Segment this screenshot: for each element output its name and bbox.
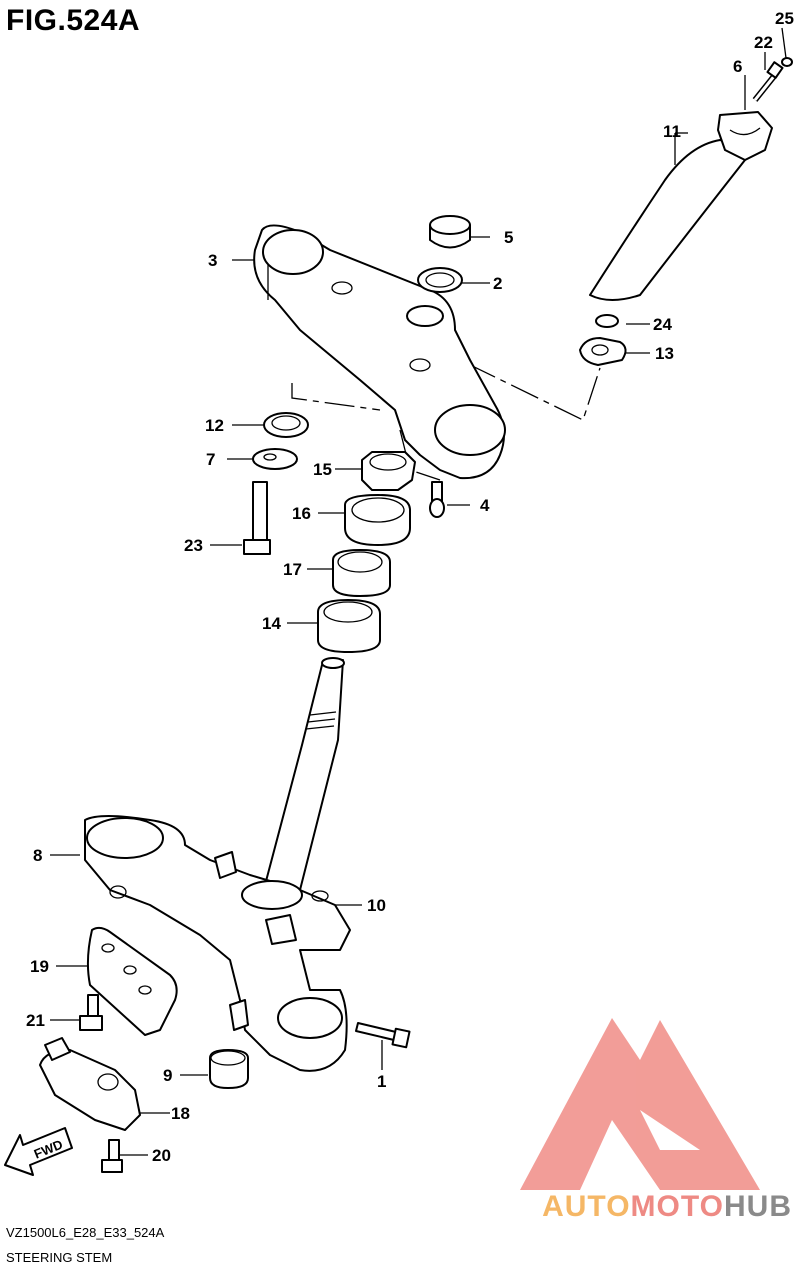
callout-14: 14 bbox=[262, 614, 281, 633]
callout-1: 1 bbox=[377, 1072, 386, 1091]
callout-8: 8 bbox=[33, 846, 42, 865]
callout-13: 13 bbox=[655, 344, 674, 363]
callout-6: 6 bbox=[733, 57, 742, 76]
stem-shaft bbox=[264, 657, 345, 891]
callout-9: 9 bbox=[163, 1066, 172, 1085]
bearing-17 bbox=[332, 549, 391, 597]
bushing bbox=[209, 1049, 249, 1089]
callout-labels: 1 2 3 4 5 6 7 8 9 10 11 12 13 14 15 16 1… bbox=[26, 9, 794, 1165]
washer-24 bbox=[595, 314, 619, 328]
bolt-20 bbox=[101, 1139, 123, 1173]
model-code: VZ1500L6_E28_E33_524A bbox=[6, 1225, 165, 1240]
lock-bracket bbox=[39, 1037, 141, 1131]
figure-name: STEERING STEM bbox=[6, 1250, 113, 1265]
watermark-brand: AUTOMOTOHUB bbox=[542, 1190, 792, 1224]
steering-nut bbox=[361, 451, 416, 491]
callout-2: 2 bbox=[493, 274, 502, 293]
bolt-4 bbox=[429, 481, 445, 518]
bolt-22 bbox=[752, 61, 784, 102]
lower-bracket bbox=[84, 815, 351, 1072]
callout-16: 16 bbox=[292, 504, 311, 523]
washer-2 bbox=[417, 267, 463, 293]
handle-cover bbox=[589, 139, 746, 301]
fwd-arrow-icon: FWD bbox=[4, 1127, 73, 1176]
race-14 bbox=[317, 599, 381, 653]
callout-18: 18 bbox=[171, 1104, 190, 1123]
callout-24: 24 bbox=[653, 315, 672, 334]
bearing-16 bbox=[344, 494, 411, 546]
callout-21: 21 bbox=[26, 1011, 45, 1030]
callout-5: 5 bbox=[504, 228, 513, 247]
washer-25 bbox=[781, 57, 793, 67]
seal bbox=[263, 412, 309, 438]
figure-title: FIG.524A bbox=[6, 4, 141, 37]
upper-bracket bbox=[253, 224, 506, 480]
callout-4: 4 bbox=[480, 496, 490, 515]
callout-3: 3 bbox=[208, 251, 217, 270]
brand-part-hub: HUB bbox=[724, 1190, 792, 1223]
callout-11: 11 bbox=[663, 122, 681, 141]
bolt-21 bbox=[79, 994, 103, 1031]
callout-12: 12 bbox=[205, 416, 224, 435]
callout-20: 20 bbox=[152, 1146, 171, 1165]
callout-15: 15 bbox=[313, 460, 332, 479]
clamp-block bbox=[717, 111, 773, 161]
callout-10: 10 bbox=[367, 896, 386, 915]
bracket-19 bbox=[86, 926, 178, 1036]
watermark-logo-icon bbox=[520, 1018, 760, 1190]
washer-hole bbox=[406, 305, 444, 327]
callout-23: 23 bbox=[184, 536, 203, 555]
callout-19: 19 bbox=[30, 957, 49, 976]
cap bbox=[429, 215, 471, 249]
brand-part-auto: AUTO bbox=[542, 1190, 631, 1223]
brand-part-moto: MOTO bbox=[630, 1190, 724, 1223]
callout-17: 17 bbox=[283, 560, 302, 579]
callout-22: 22 bbox=[754, 33, 773, 52]
bolt-23 bbox=[243, 481, 271, 555]
callout-7: 7 bbox=[206, 450, 215, 469]
callout-25: 25 bbox=[775, 9, 794, 28]
washer-7 bbox=[252, 448, 298, 470]
plate bbox=[579, 337, 627, 366]
bolt-1 bbox=[355, 1022, 411, 1049]
